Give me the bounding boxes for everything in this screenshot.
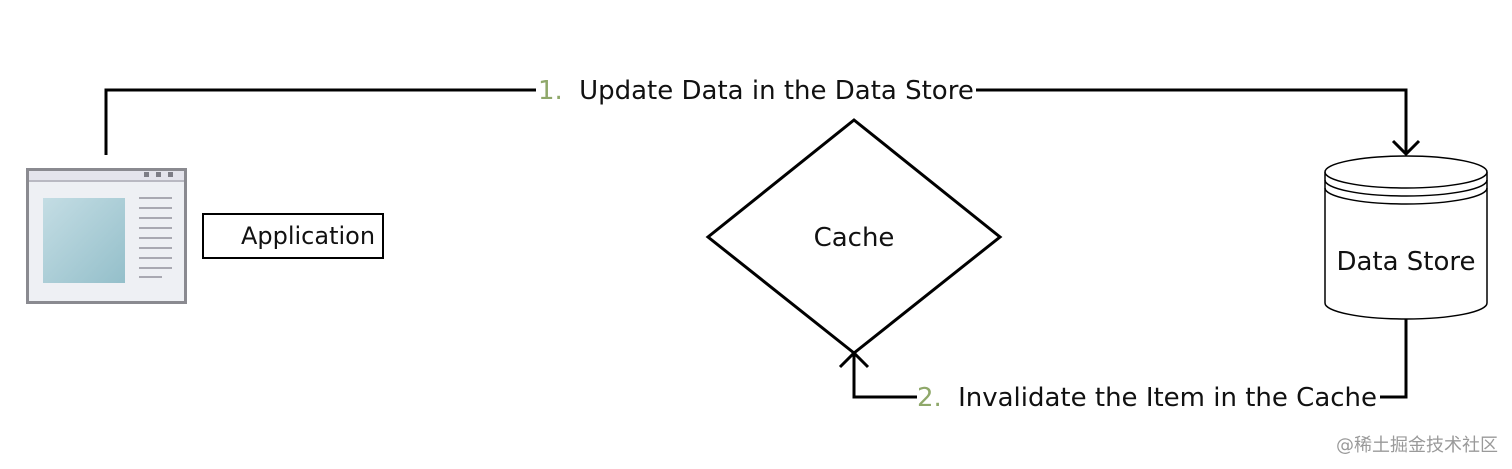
data-store-label: Data Store <box>1336 247 1475 277</box>
edge-update-data <box>104 88 1421 157</box>
edge-2-text: Invalidate the Item in the Cache <box>958 383 1377 413</box>
edge-1-line-left <box>104 88 536 155</box>
edge-1-line-right <box>976 88 1408 154</box>
edge-1-text: Update Data in the Data Store <box>579 76 974 106</box>
edge-2-arrowhead <box>838 350 870 369</box>
application-label: Application <box>241 222 375 250</box>
cache-node: Cache <box>705 118 1003 355</box>
edge-invalidate-cache <box>838 319 1408 399</box>
edge-2-label: 2. Invalidate the Item in the Cache <box>917 383 1377 413</box>
edge-1-label: 1. Update Data in the Data Store <box>538 76 974 106</box>
edge-2-line-left <box>852 353 917 399</box>
edge-1-number: 1. <box>538 76 563 106</box>
edge-2-number: 2. <box>917 383 942 413</box>
application-node: Application <box>202 213 384 259</box>
watermark: @稀土掘金技术社区 <box>1336 435 1498 456</box>
database-cylinder-icon: Data Store <box>1324 155 1488 320</box>
application-window-icon <box>26 168 187 304</box>
edge-2-line-right <box>1380 319 1408 399</box>
edge-1-arrowhead <box>1391 139 1421 157</box>
cache-label: Cache <box>814 223 895 253</box>
